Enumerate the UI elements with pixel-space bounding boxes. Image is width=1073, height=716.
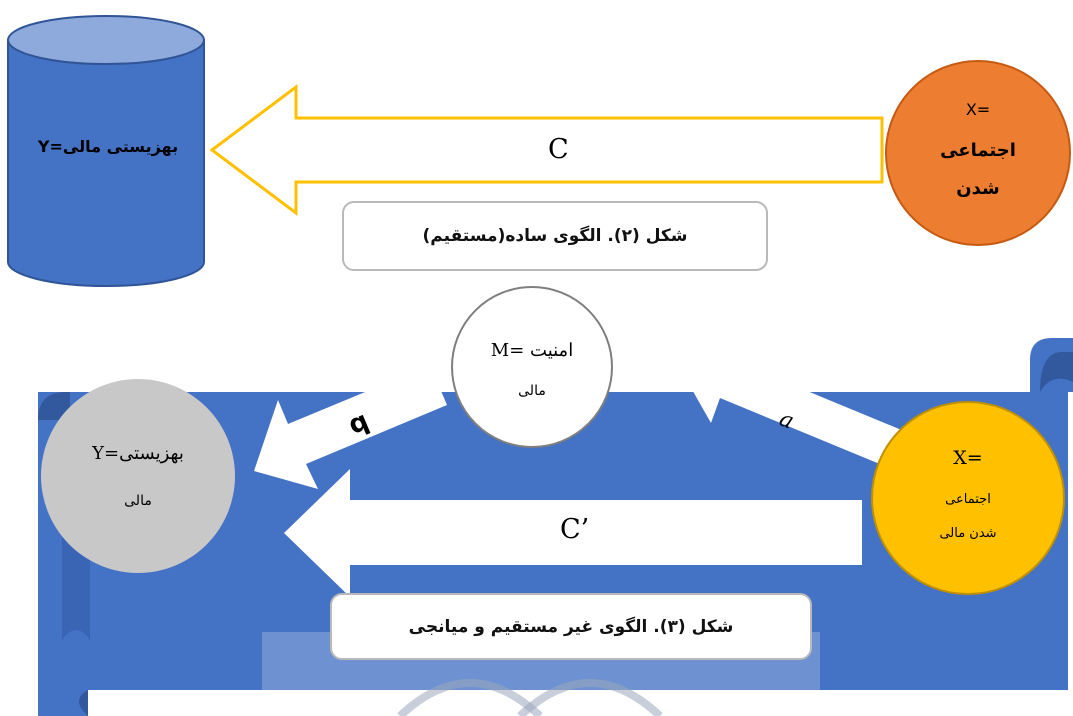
predictor-label-2-line3: شدن مالی (939, 526, 997, 541)
mediator-label-line2: مالی (518, 383, 546, 399)
mediator-circle (451, 286, 613, 448)
path-c-label: C (548, 134, 569, 165)
path-a-arrow (682, 338, 904, 467)
predictor-circle-1 (885, 60, 1071, 246)
outcome-label-2-line1: بهزیستی=Y (92, 443, 184, 464)
predictor-label-1-line2: اجتماعی (940, 140, 1016, 161)
predictor-circle-2 (871, 401, 1065, 595)
outcome-label-2-line2: مالی (124, 493, 152, 509)
mediator-label-line1: امنیت =M (490, 340, 574, 361)
outcome-cylinder (7, 15, 205, 287)
path-c-prime-label: C’ (560, 514, 590, 545)
predictor-label-2-line1: X= (953, 447, 983, 469)
predictor-label-2-line2: اجتماعی (945, 492, 991, 507)
predictor-label-1-line3: شدن (956, 178, 1000, 199)
figure-2-caption: شکل (۲). الگوی ساده(مستقیم) (342, 201, 768, 271)
path-c-prime-arrow (284, 469, 862, 597)
path-b-arrow (254, 365, 447, 489)
path-c-arrow (209, 84, 884, 216)
figure-3-caption: شکل (۳). الگوی غیر مستقیم و میانجی (330, 593, 812, 660)
outcome-label-1: بهزیستی مالی=Y (37, 137, 179, 156)
outcome-circle-2 (41, 379, 235, 573)
predictor-label-1-line1: X= (965, 100, 991, 119)
